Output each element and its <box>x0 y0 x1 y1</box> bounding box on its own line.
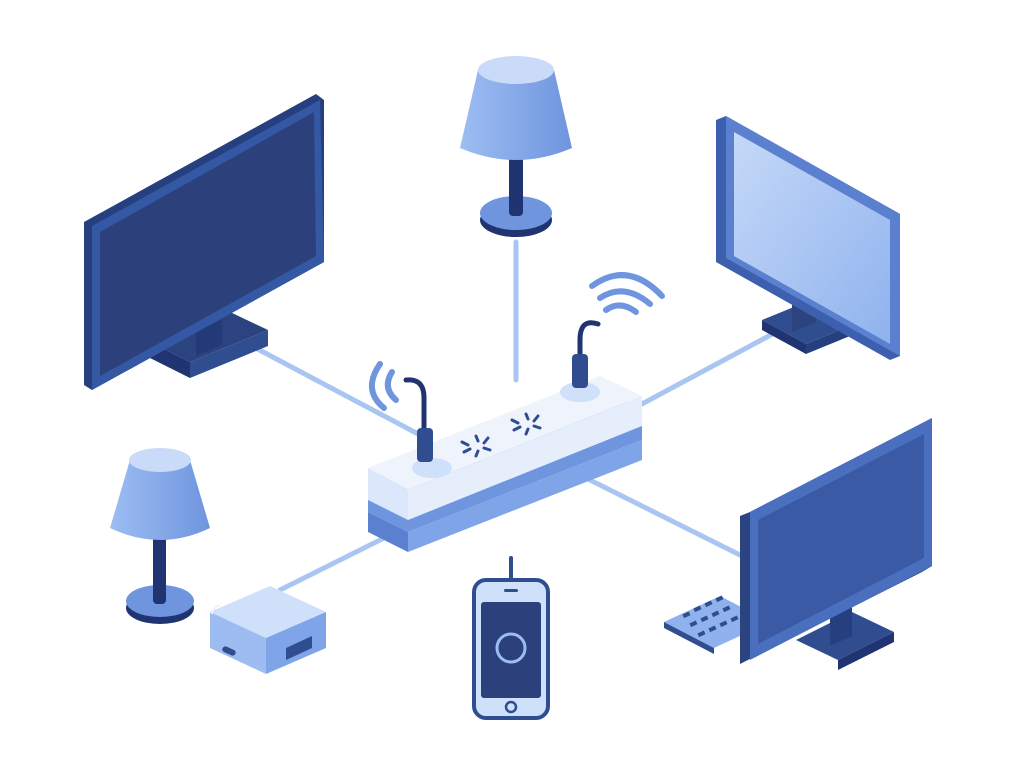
monitor-left-icon <box>84 94 324 390</box>
desktop-with-keyboard-icon <box>664 418 932 670</box>
connection-lines <box>247 239 783 593</box>
smartphone-icon <box>472 556 550 720</box>
power-strip-hub <box>368 320 642 552</box>
table-lamp-left-icon <box>110 448 210 624</box>
link-desktop <box>587 477 753 563</box>
link-media-box <box>277 527 403 593</box>
media-box-icon <box>210 586 326 674</box>
link-monitor-right <box>637 327 783 408</box>
link-monitor-left <box>247 342 423 438</box>
monitor-right-icon <box>716 116 900 360</box>
wireless-signal-icon <box>369 272 665 411</box>
table-lamp-top-icon <box>460 56 572 237</box>
